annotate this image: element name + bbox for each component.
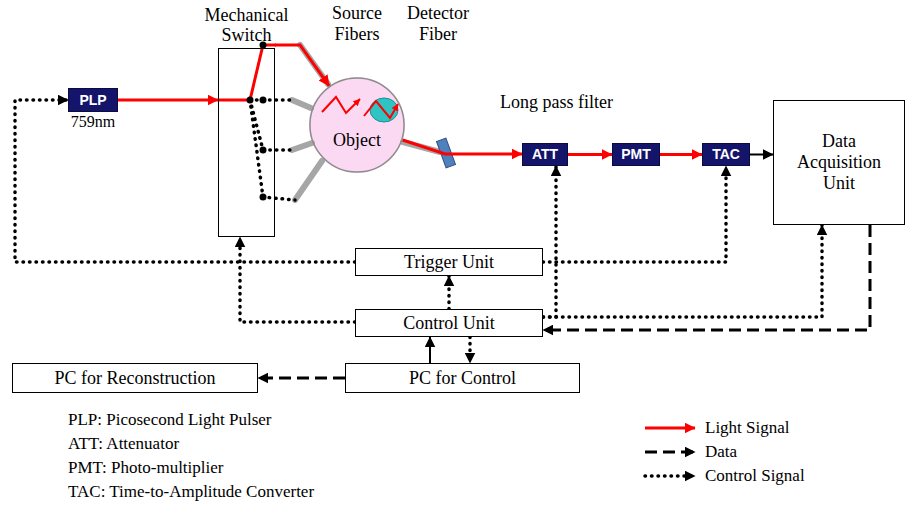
- photomultiplier-box: PMT: [612, 143, 660, 166]
- legend-data-sample: [645, 451, 695, 454]
- node-caption: Mechanical Switch: [191, 5, 303, 46]
- data-acquisition-box: Data Acquisition Unit: [773, 100, 905, 225]
- ctrl-connector: [543, 225, 822, 317]
- tac-box: TAC: [702, 143, 750, 166]
- data-connector: [258, 377, 345, 380]
- scatter-path: [322, 97, 360, 113]
- object-circle: Object: [309, 77, 405, 173]
- legend-light-sample: [645, 427, 695, 430]
- control-pc-box: PC for Control: [345, 363, 580, 393]
- node-label: PMT: [621, 146, 651, 162]
- ctrl-connector: [543, 166, 556, 317]
- legend-text: Light Signal: [705, 418, 790, 438]
- light-connector: [660, 153, 702, 156]
- abbreviation-note: PMT: Photo-multiplier: [68, 458, 223, 478]
- ctrl-connector: [447, 276, 451, 309]
- abbreviation-note: TAC: Time-to-Amplitude Converter: [68, 482, 314, 502]
- switch-box: Mechanical Switch: [218, 48, 275, 237]
- object-body: [309, 77, 405, 173]
- node-label: PLP: [79, 92, 106, 108]
- abbreviation-note: PLP: Picosecond Light Pulser: [68, 410, 272, 430]
- filter-label: Long pass filter: [500, 92, 613, 113]
- node-label: PC for Control: [409, 368, 516, 389]
- node-label: Trigger Unit: [404, 252, 494, 273]
- trigger-unit-box: Trigger Unit: [355, 248, 543, 276]
- ctrl-connector: [543, 166, 726, 262]
- legend-control-sample: [645, 474, 695, 478]
- attenuator-box: ATT: [522, 143, 568, 166]
- legend-text: Data: [705, 442, 737, 462]
- node-label: PC for Reconstruction: [55, 368, 216, 389]
- ctrl-connector: [15, 100, 355, 262]
- fiber-label: Detector Fiber: [402, 3, 474, 44]
- node-label: Object: [333, 130, 381, 151]
- scatter-path: [364, 101, 398, 118]
- fiber-label: Source Fibers: [322, 3, 392, 44]
- switch-wiring: [218, 42, 295, 201]
- node-caption: 759nm: [71, 113, 115, 131]
- solid-connector: [429, 337, 431, 363]
- pulser-box: PLP759nm: [68, 88, 118, 112]
- object-outline: [309, 77, 405, 173]
- node-label: Data Acquisition Unit: [789, 131, 889, 193]
- node-label: ATT: [532, 146, 558, 162]
- light-connector: [568, 153, 612, 156]
- object-outline-circle: [310, 78, 404, 172]
- light-connector: [118, 99, 218, 102]
- reconstruction-pc-box: PC for Reconstruction: [12, 363, 258, 393]
- ctrl-connector: [468, 337, 472, 363]
- light-connector: [275, 45, 329, 86]
- light-connector: [403, 140, 522, 154]
- solid-connector: [750, 154, 773, 156]
- abbreviation-note: ATT: Attenuator: [68, 434, 179, 454]
- legend-text: Control Signal: [705, 466, 805, 486]
- node-label: TAC: [712, 146, 740, 162]
- control-unit-box: Control Unit: [355, 309, 543, 337]
- node-label: Control Unit: [403, 313, 495, 334]
- data-connector: [543, 225, 870, 330]
- ctrl-connector: [240, 237, 355, 322]
